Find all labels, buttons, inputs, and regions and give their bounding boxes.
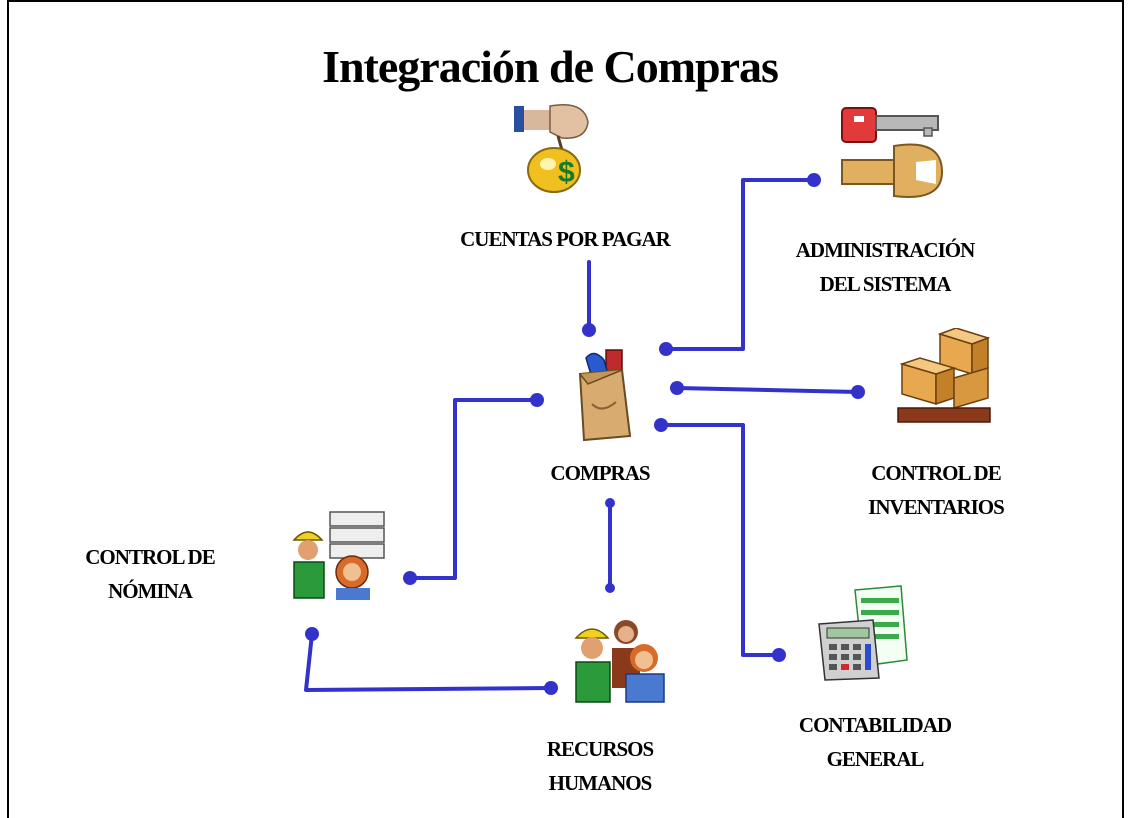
label-control-inventarios: CONTROL DE INVENTARIOS <box>836 456 1036 524</box>
label-administracion: ADMINISTRACIÓN DEL SISTEMA <box>760 233 1010 301</box>
label-recursos-humanos: RECURSOS HUMANOS <box>500 732 700 800</box>
connector-compras-contabilidad <box>659 423 781 657</box>
payroll-workers-icon <box>292 511 385 600</box>
connector-dot <box>772 648 786 662</box>
label-line: HUMANOS <box>548 771 653 795</box>
label-compras: COMPRAS <box>550 461 650 485</box>
connector-dot <box>670 381 684 395</box>
connector-dot <box>544 681 558 695</box>
svg-text:$: $ <box>558 156 575 189</box>
people-icon <box>574 620 665 703</box>
label-line: NÓMINA <box>108 579 193 603</box>
connector-dot <box>659 342 673 356</box>
connector-dot <box>305 627 319 641</box>
label-cuentas-por-pagar: CUENTAS POR PAGAR <box>460 227 671 251</box>
connector-dot <box>654 418 668 432</box>
boxes-pallet-icon <box>897 328 991 423</box>
connector-dot <box>807 173 821 187</box>
diagram-frame <box>7 0 1124 818</box>
connector-compras-inventarios <box>675 386 860 394</box>
label-control-nomina: CONTROL DE NÓMINA <box>60 540 240 608</box>
connector-nomina-recursos <box>304 632 553 692</box>
label-line: DEL SISTEMA <box>819 272 952 296</box>
label-line: CONTROL DE <box>85 545 215 569</box>
connector-dot <box>582 323 596 337</box>
connector-dot <box>605 498 615 508</box>
label-line: CONTROL DE <box>871 461 1001 485</box>
connector-dot <box>403 571 417 585</box>
label-contabilidad-general: CONTABILIDAD GENERAL <box>760 708 990 776</box>
money-bag-icon: $ <box>514 104 589 193</box>
label-line: ADMINISTRACIÓN <box>795 238 976 262</box>
connector-compras-admin <box>664 178 816 351</box>
connector-dot <box>530 393 544 407</box>
label-line: GENERAL <box>826 747 925 771</box>
shopping-bag-icon <box>578 349 632 442</box>
connector-dot <box>851 385 865 399</box>
label-line: INVENTARIOS <box>868 495 1005 519</box>
diagram-title: Integración de Compras <box>322 41 779 92</box>
connector-dot <box>605 583 615 593</box>
label-line: RECURSOS <box>546 737 654 761</box>
key-wrench-icon <box>841 107 944 198</box>
label-line: CONTABILIDAD <box>798 713 952 737</box>
connector-compras-nomina <box>408 398 539 580</box>
calculator-ledger-icon <box>818 585 908 681</box>
